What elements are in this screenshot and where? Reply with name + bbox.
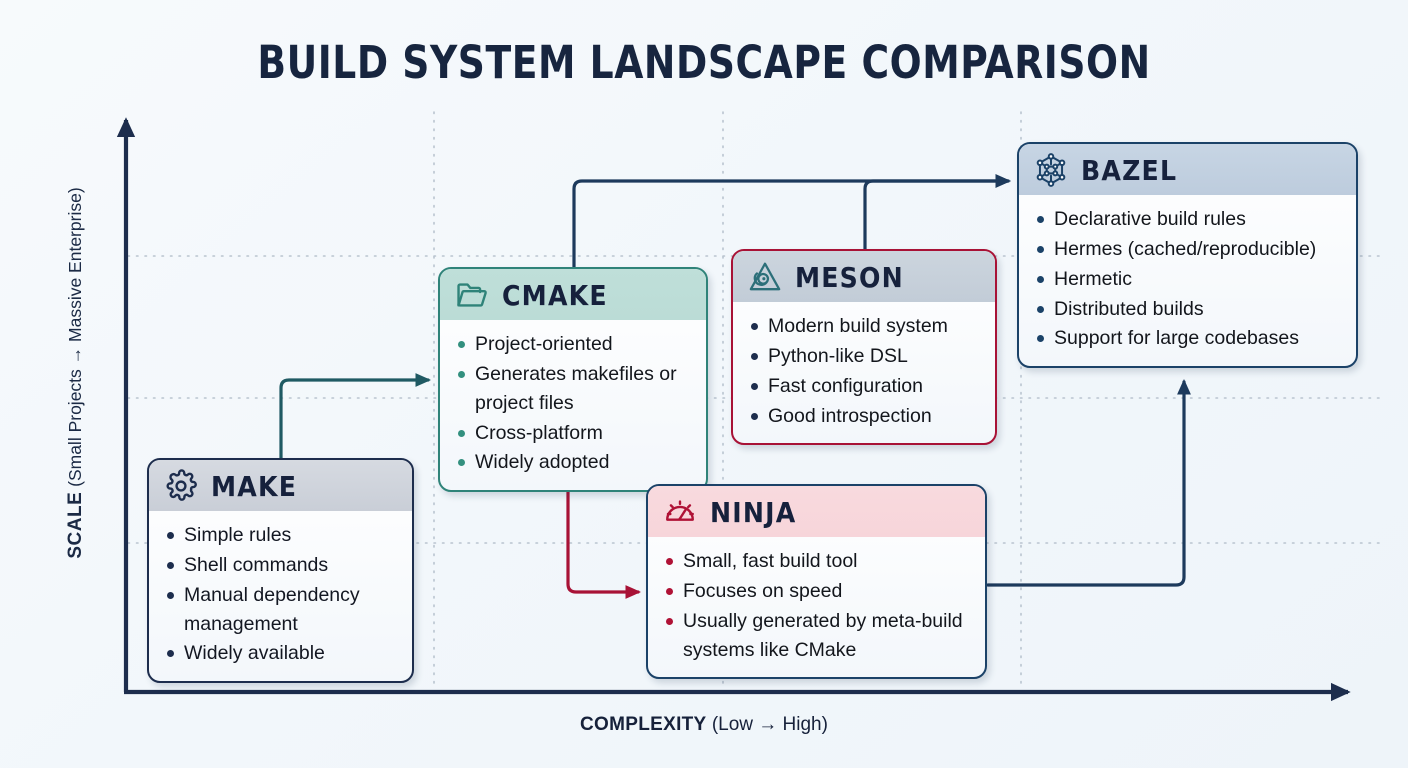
list-item: Cross-platform <box>454 419 693 448</box>
card-cmake-header: CMAKE <box>440 269 706 320</box>
card-make[interactable]: MAKE Simple rules Shell commands Manual … <box>147 458 414 684</box>
gear-icon <box>166 469 197 501</box>
card-ninja[interactable]: NINJA Small, fast build tool Focuses on … <box>646 484 987 680</box>
card-make-header: MAKE <box>149 460 412 511</box>
connector-cmake-to-ninja <box>566 488 641 599</box>
card-bazel-list: Declarative build rules Hermes (cached/r… <box>1019 195 1356 366</box>
card-bazel-header: BAZEL <box>1019 144 1356 195</box>
card-bazel[interactable]: BAZEL Declarative build rules Hermes (ca… <box>1017 142 1358 369</box>
list-item: Hermetic <box>1033 265 1343 294</box>
list-item: Shell commands <box>163 551 399 580</box>
x-axis-label: COMPLEXITY (Low → High) <box>0 714 1408 736</box>
list-item: Python-like DSL <box>747 342 982 371</box>
y-axis-label: SCALE (Small Projects → Massive Enterpri… <box>65 113 87 633</box>
connector-meson-to-bazel <box>863 174 1011 251</box>
list-item: Good introspection <box>747 402 982 431</box>
card-bazel-title: BAZEL <box>1081 153 1178 187</box>
list-item: Support for large codebases <box>1033 324 1343 353</box>
list-item: Declarative build rules <box>1033 205 1343 234</box>
list-item: Hermes (cached/reproducible) <box>1033 235 1343 264</box>
card-meson-title: MESON <box>795 260 904 294</box>
list-item: Generates makefiles or project files <box>454 360 693 418</box>
card-make-title: MAKE <box>211 469 298 503</box>
card-cmake-title: CMAKE <box>502 278 608 312</box>
molecule-lattice-icon <box>1036 153 1066 187</box>
card-ninja-list: Small, fast build tool Focuses on speed … <box>648 537 985 677</box>
connector-ninja-to-bazel <box>986 379 1191 587</box>
list-item: Widely adopted <box>454 448 693 477</box>
card-ninja-title: NINJA <box>710 495 797 529</box>
list-item: Distributed builds <box>1033 295 1343 324</box>
card-meson[interactable]: MESON Modern build system Python-like DS… <box>731 249 997 446</box>
list-item: Small, fast build tool <box>662 547 972 576</box>
connector-make-to-cmake <box>279 373 431 460</box>
card-cmake[interactable]: CMAKE Project-oriented Generates makefil… <box>438 267 708 493</box>
card-cmake-list: Project-oriented Generates makefiles or … <box>440 320 706 490</box>
list-item: Project-oriented <box>454 330 693 359</box>
y-axis-label-bold: SCALE <box>65 491 86 559</box>
card-ninja-header: NINJA <box>648 486 985 537</box>
x-axis-label-bold: COMPLEXITY <box>580 714 707 735</box>
page-title: BUILD SYSTEM LANDSCAPE COMPARISON <box>257 36 1151 89</box>
y-axis-label-sub: (Small Projects → Massive Enterprise) <box>65 187 85 487</box>
card-meson-list: Modern build system Python-like DSL Fast… <box>733 302 995 443</box>
card-make-list: Simple rules Shell commands Manual depen… <box>149 511 412 681</box>
list-item: Widely available <box>163 639 399 668</box>
list-item: Manual dependency management <box>163 581 399 639</box>
list-item: Modern build system <box>747 312 982 341</box>
speedometer-icon <box>666 500 694 521</box>
list-item: Focuses on speed <box>662 577 972 606</box>
list-item: Fast configuration <box>747 372 982 401</box>
card-meson-header: MESON <box>733 251 995 302</box>
x-axis-label-sub: (Low → High) <box>711 714 828 735</box>
folder-icon <box>457 283 487 307</box>
list-item: Simple rules <box>163 521 399 550</box>
list-item: Usually generated by meta-build systems … <box>662 607 972 665</box>
connector-cmake-to-bazel <box>572 174 1011 269</box>
triangle-spiral-icon <box>749 262 781 291</box>
